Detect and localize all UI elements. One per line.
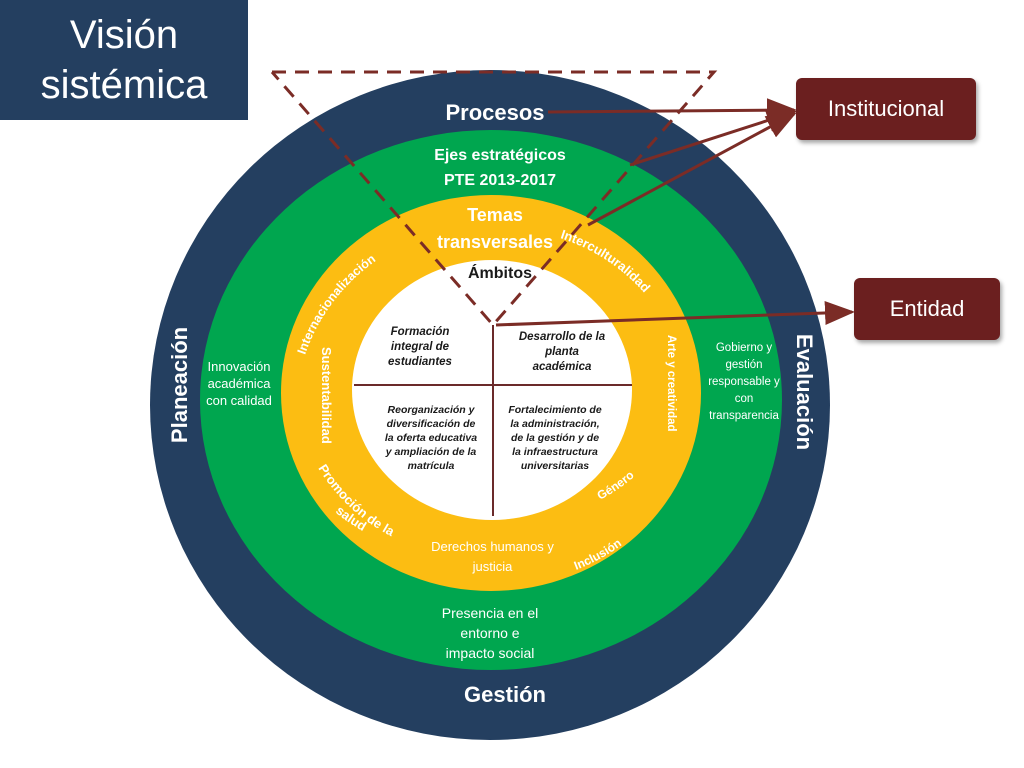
- green-label-gobierno-line: transparencia: [709, 410, 779, 422]
- arrow-entidad: [495, 300, 855, 327]
- green-label-innovacion-line: con calidad: [206, 393, 272, 408]
- green-label-gobierno-line: responsable y: [708, 376, 780, 388]
- green-label-gobierno-line: con: [734, 393, 754, 405]
- green-label-gobierno-line: Gobierno y: [715, 342, 773, 354]
- ambito-fortalecimiento: Fortalecimiento de la administración, de…: [496, 403, 614, 473]
- outer-label-planeacion: Planeación: [167, 327, 192, 443]
- ambito-desarrollo-line: académica: [532, 361, 592, 373]
- ambito-fortalecimiento-line: la administración,: [510, 418, 600, 430]
- ambito-formacion-line: integral de: [390, 341, 450, 353]
- green-label-ejes-line1: Ejes estratégicos: [434, 147, 566, 164]
- title-line-2: sistémica: [40, 63, 208, 107]
- dashed-funnel-outline: [270, 70, 718, 328]
- green-label-presencia: Presencia en el entorno e impacto social: [420, 603, 560, 663]
- green-label-presencia-line: impacto social: [445, 645, 535, 661]
- topic-derechos-humanos: Derechos humanos y justicia: [410, 537, 575, 577]
- green-label-ejes: Ejes estratégicos PTE 2013-2017: [400, 143, 600, 193]
- outer-label-evaluacion: Evaluación: [792, 334, 817, 450]
- topic-sustentabilidad: Sustentabilidad: [319, 347, 334, 444]
- green-label-gobierno-line: gestión: [725, 359, 763, 371]
- slide-title: Visión sistémica: [0, 0, 248, 120]
- ambito-formacion: Formación integral de estudiantes: [370, 325, 470, 370]
- ambito-desarrollo-line: planta: [545, 346, 579, 358]
- center-title-ambitos: Ámbitos: [468, 265, 532, 282]
- ambito-reorganizacion-line: y ampliación de la: [385, 446, 477, 458]
- green-label-presencia-line: entorno e: [460, 625, 520, 641]
- green-label-gobierno: Gobierno y gestión responsable y con tra…: [696, 340, 792, 425]
- ambito-reorganizacion-line: Reorganización y: [387, 404, 475, 416]
- ambito-formacion-line: Formación: [390, 326, 450, 338]
- topic-derechos-line2: justicia: [472, 559, 513, 574]
- green-label-innovacion: Innovación académica con calidad: [194, 358, 284, 409]
- ambito-reorganizacion: Reorganización y diversificación de la o…: [372, 403, 490, 473]
- ambito-fortalecimiento-line: la infraestructura: [512, 446, 598, 458]
- ambito-fortalecimiento-line: universitarias: [520, 460, 590, 472]
- callout-institucional-label: Institucional: [827, 96, 945, 121]
- topic-derechos-line1: Derechos humanos y: [431, 539, 554, 554]
- ambito-reorganizacion-line: la oferta educativa: [384, 432, 478, 444]
- green-label-innovacion-line: Innovación: [207, 359, 271, 374]
- green-label-innovacion-line: académica: [207, 376, 271, 391]
- topic-arte-creatividad: Arte y creatividad: [665, 335, 677, 432]
- ambito-formacion-line: estudiantes: [388, 356, 452, 368]
- arrow-temas: [587, 112, 797, 227]
- callout-entidad-label: Entidad: [889, 296, 965, 321]
- green-label-ejes-line2: PTE 2013-2017: [443, 172, 557, 189]
- ambito-desarrollo: Desarrollo de la planta académica: [504, 330, 620, 375]
- gold-label-temas-line2: transversales: [436, 232, 554, 252]
- arrow-procesos: [547, 98, 797, 123]
- callout-entidad: Entidad: [854, 278, 1000, 340]
- gold-label-temas: Temas transversales: [420, 202, 570, 256]
- ambito-reorganizacion-line: diversificación de: [386, 418, 476, 430]
- gold-label-temas-line1: Temas: [467, 205, 523, 225]
- outer-label-gestion: Gestión: [464, 682, 546, 707]
- ambito-fortalecimiento-line: Fortalecimiento de: [508, 404, 602, 416]
- ambito-reorganizacion-line: matrícula: [407, 460, 455, 472]
- callout-institucional: Institucional: [796, 78, 976, 140]
- ambito-fortalecimiento-line: de la gestión y de: [510, 432, 600, 444]
- ambito-desarrollo-line: Desarrollo de la: [518, 331, 606, 343]
- green-label-presencia-line: Presencia en el: [441, 605, 539, 621]
- title-line-1: Visión: [69, 13, 179, 57]
- outer-label-procesos: Procesos: [445, 100, 545, 125]
